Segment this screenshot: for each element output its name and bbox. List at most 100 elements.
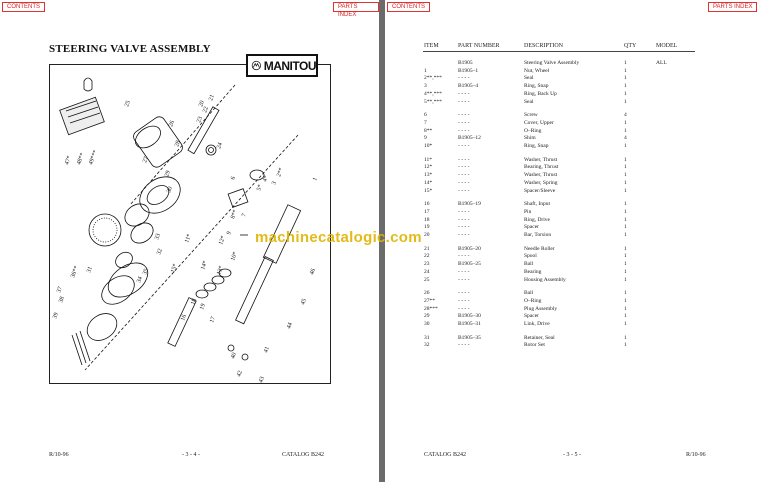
table-cell-item: 8**	[424, 127, 433, 134]
table-cell-item: 29	[424, 313, 430, 320]
table-cell-qty: 1	[624, 224, 627, 231]
table-cell-desc: Housing Assembly	[524, 276, 566, 283]
table-cell-item: 27**	[424, 297, 435, 304]
table-cell-part: - - - -	[458, 297, 470, 304]
callout-label: 46	[309, 268, 317, 276]
table-cell-part: - - - -	[458, 112, 470, 119]
contents-button[interactable]: CONTENTS	[2, 2, 45, 12]
table-cell-part: - - - -	[458, 98, 470, 105]
table-cell-qty: 1	[624, 90, 627, 97]
callout-label: 28	[174, 140, 182, 148]
table-cell-desc: Washer, Thrust	[524, 172, 558, 179]
footer-revision: R/10-96	[686, 452, 706, 458]
table-cell-qty: 1	[624, 232, 627, 238]
cover-ring	[249, 169, 265, 181]
bolt	[75, 332, 87, 364]
callout-label: 40	[230, 352, 238, 360]
callout-label: 15*	[170, 263, 179, 274]
right-page: CONTENTS PARTS INDEX ITEM PART NUMBER DE…	[385, 0, 768, 482]
table-cell-qty: 1	[624, 172, 627, 179]
table-cell-part: B1905	[458, 60, 473, 66]
table-cell-item: 3	[424, 83, 427, 90]
callout-label: 11*	[184, 233, 193, 243]
callout-label: 16	[180, 314, 188, 322]
callout-label: 22	[202, 106, 210, 114]
table-cell-part: - - - -	[458, 156, 470, 163]
callout-label: 27	[142, 156, 150, 164]
housing-face	[135, 125, 161, 149]
shaft	[187, 106, 220, 155]
table-cell-part: - - - -	[458, 232, 470, 238]
cover-upper	[227, 188, 249, 208]
table-cell-qty: 4	[624, 112, 627, 119]
table-cell-desc: Shaft, Input	[524, 201, 550, 208]
table-cell-part: B1905–35	[458, 334, 481, 341]
table-cell-desc: Ball	[524, 290, 534, 297]
callout-label: 34	[136, 276, 144, 284]
callout-label: 25	[124, 100, 132, 108]
table-cell-part: B1905–19	[458, 201, 481, 208]
table-cell-desc: Ring, Snap	[524, 83, 549, 90]
table-cell-qty: 1	[624, 75, 627, 82]
callout-label: 12*	[218, 235, 227, 246]
card-line	[65, 100, 97, 112]
table-cell-model: ALL	[656, 60, 667, 66]
callout-label: 38	[58, 296, 66, 304]
table-cell-desc: Shim	[524, 135, 536, 142]
ring	[115, 251, 133, 269]
table-cell-qty: 1	[624, 334, 627, 341]
parts-index-button[interactable]: PARTS INDEX	[708, 2, 758, 12]
contents-button[interactable]: CONTENTS	[387, 2, 430, 12]
washer	[218, 268, 232, 278]
callout-label: 21	[208, 94, 216, 102]
callout-label: 10*	[230, 251, 239, 262]
table-cell-part: - - - -	[458, 268, 470, 275]
table-cell-item: 22	[424, 253, 430, 260]
callout-label: 31	[86, 266, 94, 274]
table-cell-desc: Link, Drive	[524, 321, 550, 327]
callout-label: 48**	[76, 152, 86, 165]
callout-label: 6	[230, 176, 237, 181]
footer-revision: R/10-96	[49, 452, 69, 458]
table-cell-item: 18	[424, 216, 430, 223]
table-cell-item: 17	[424, 208, 430, 215]
table-cell-qty: 1	[624, 321, 627, 327]
callout-label: 4*	[262, 175, 270, 183]
table-cell-item: 30	[424, 321, 430, 327]
callout-label: 18	[190, 298, 198, 306]
table-cell-qty: 1	[624, 164, 627, 171]
table-cell-qty: 1	[624, 342, 627, 349]
table-cell-part: B1905–20	[458, 245, 481, 252]
rotor-set	[130, 222, 154, 244]
logo-text: MANITOU	[263, 58, 317, 73]
seal-retainer-2	[101, 275, 135, 305]
table-cell-part: - - - -	[458, 143, 470, 149]
table-cell-qty: 1	[624, 179, 627, 186]
seal-ring-inner	[208, 147, 214, 153]
table-cell-part: - - - -	[458, 119, 470, 126]
table-cell-item: 28***	[424, 305, 438, 312]
table-cell-item: 16	[424, 201, 430, 208]
header-divider	[423, 51, 695, 52]
parts-index-button[interactable]: PARTS INDEX	[333, 2, 379, 18]
table-cell-part: - - - -	[458, 224, 470, 231]
table-cell-desc: Spool	[524, 253, 537, 260]
bolt	[79, 330, 91, 362]
col-header-description: DESCRIPTION	[524, 43, 564, 49]
col-header-item: ITEM	[424, 43, 439, 49]
table-cell-desc: Ball	[524, 261, 534, 268]
table-cell-item: 31	[424, 334, 430, 341]
table-cell-part: B1905–4	[458, 83, 479, 90]
callout-label: 3	[271, 181, 278, 186]
callout-label: 17	[209, 316, 217, 324]
callout-label: 29	[164, 170, 172, 178]
table-cell-desc: Bearing, Thrust	[524, 164, 559, 171]
card-line	[69, 112, 101, 124]
callout-label: 42	[236, 370, 244, 378]
table-cell-part: - - - -	[458, 276, 470, 283]
table-cell-qty: 1	[624, 156, 627, 163]
table-cell-desc: Spacer	[524, 313, 539, 320]
table-cell-desc: Seal	[524, 75, 534, 82]
footer-catalog: CATALOG B242	[424, 452, 467, 458]
washer	[195, 289, 209, 299]
